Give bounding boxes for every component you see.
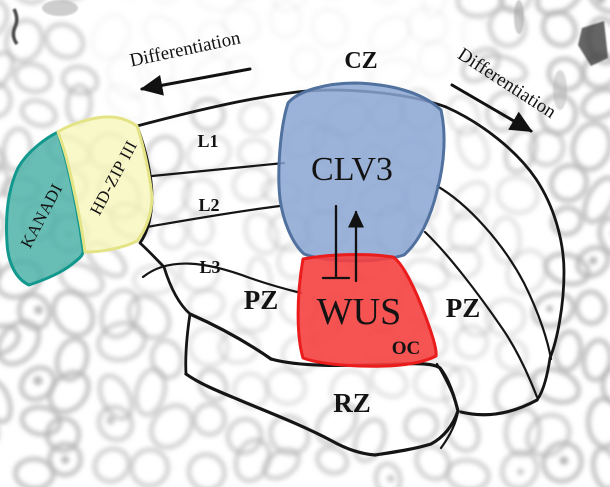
rz-label: RZ <box>333 388 371 418</box>
layer-line-l1-right <box>435 184 553 361</box>
differentiation-arrow-right <box>450 83 533 133</box>
dome-outline-bottom-right-corner <box>459 398 539 417</box>
pz-left-label: PZ <box>244 285 279 315</box>
layer-line-l2-left <box>145 204 282 229</box>
dome-outline-right <box>444 105 566 402</box>
pz-bottom-boundary-left <box>188 312 273 361</box>
l1-label: L1 <box>197 131 218 151</box>
l3-label: L3 <box>199 257 220 277</box>
l2-label: L2 <box>198 195 219 215</box>
clv3-wus-interactions <box>321 204 365 283</box>
differentiation-arrows <box>139 67 533 133</box>
cz-label: CZ <box>344 48 377 74</box>
clv3-label: CLV3 <box>311 151 393 188</box>
clv3-region <box>277 81 446 263</box>
layer-line-l3-left <box>141 262 303 295</box>
micrograph-stains <box>11 0 608 110</box>
rz-bottom-boundary <box>184 372 460 457</box>
wus-region <box>296 253 438 368</box>
hdzip3-region <box>56 115 154 254</box>
wus-label: WUS <box>317 291 401 333</box>
oc-label: OC <box>392 338 421 359</box>
pz-right-label: PZ <box>446 293 481 323</box>
dome-outlines <box>135 88 566 457</box>
layer-line-l1-left <box>150 161 286 178</box>
layer-line-l2-right <box>423 230 539 399</box>
expression-domains <box>5 81 446 368</box>
differentiation-arrow-left <box>139 67 252 96</box>
